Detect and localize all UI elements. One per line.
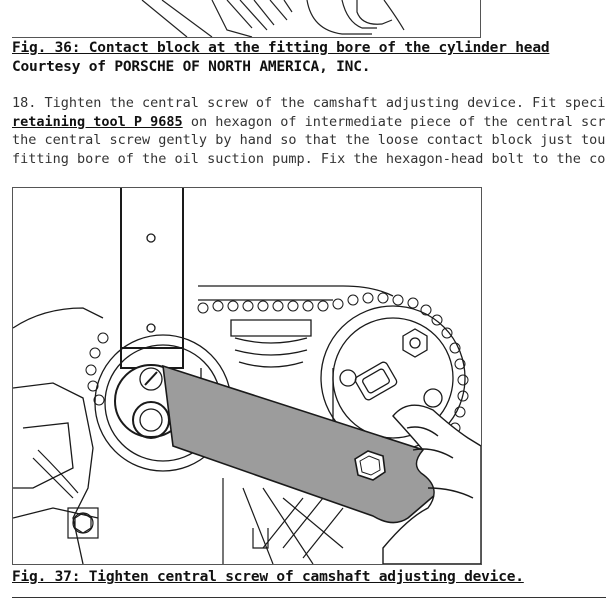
page-divider — [12, 597, 606, 598]
step-line-3: the central screw gently by hand so that… — [12, 132, 606, 148]
figure-37-image — [12, 187, 482, 565]
courtesy-line: Courtesy of PORSCHE OF NORTH AMERICA, IN… — [12, 59, 371, 75]
step-line-4: fitting bore of the oil suction pump. Fi… — [12, 150, 606, 167]
retaining-tool-link[interactable]: retaining tool P 9685 — [12, 113, 183, 130]
step-line-2-rest: on hexagon of intermediate piece of the … — [182, 113, 606, 130]
figure-37-drawing — [13, 188, 481, 564]
figure-37-caption: Fig. 37: Tighten central screw of camsha… — [12, 569, 524, 585]
figure-36-image — [12, 0, 481, 38]
step-18-paragraph: 18. Tighten the central screw of the cam… — [12, 94, 606, 168]
figure-36-caption: Fig. 36: Contact block at the fitting bo… — [12, 40, 550, 56]
step-line-1: 18. Tighten the central screw of the cam… — [12, 95, 606, 111]
figure-36-drawing — [141, 0, 405, 37]
step-line-2: retaining tool P 9685 on hexagon of inte… — [12, 113, 606, 132]
